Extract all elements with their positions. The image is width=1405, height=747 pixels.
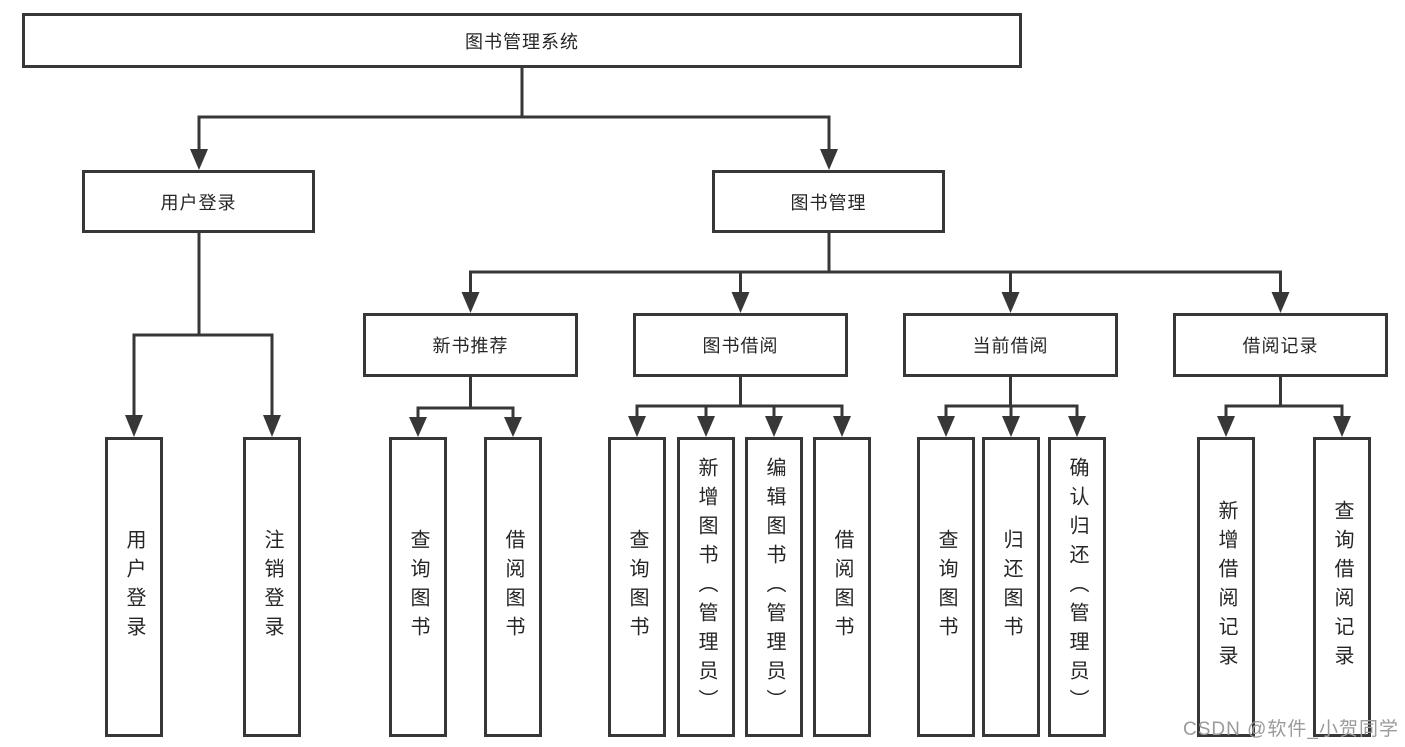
leaf-query-books-recommend: 查询图书 bbox=[389, 437, 447, 737]
leaf-borrow-books-borrowing: 借阅图书 bbox=[813, 437, 871, 737]
leaf-query-books-borrowing-label: 查询图书 bbox=[626, 529, 648, 645]
leaf-add-borrow-record-label: 新增借阅记录 bbox=[1215, 500, 1237, 674]
leaf-user-login: 用户登录 bbox=[105, 437, 163, 737]
leaf-user-login-label: 用户登录 bbox=[123, 529, 145, 645]
leaf-query-books-current: 查询图书 bbox=[917, 437, 975, 737]
leaf-add-books-admin: 新增图书（管理员） bbox=[677, 437, 735, 737]
leaf-edit-books-admin-label: 编辑图书（管理员） bbox=[763, 456, 785, 718]
leaf-edit-books-admin: 编辑图书（管理员） bbox=[745, 437, 803, 737]
leaf-confirm-return-admin: 确认归还（管理员） bbox=[1048, 437, 1106, 737]
leaf-query-books-borrowing: 查询图书 bbox=[608, 437, 666, 737]
node-borrowing-records: 借阅记录 bbox=[1173, 313, 1388, 377]
leaf-return-books: 归还图书 bbox=[982, 437, 1040, 737]
leaf-return-books-label: 归还图书 bbox=[1000, 529, 1022, 645]
leaf-add-books-admin-label: 新增图书（管理员） bbox=[695, 456, 717, 718]
leaf-add-borrow-record: 新增借阅记录 bbox=[1197, 437, 1255, 737]
leaf-query-books-recommend-label: 查询图书 bbox=[407, 529, 429, 645]
leaf-query-books-current-label: 查询图书 bbox=[935, 529, 957, 645]
leaf-borrow-books-recommend-label: 借阅图书 bbox=[502, 529, 524, 645]
leaf-query-borrow-record-label: 查询借阅记录 bbox=[1331, 500, 1353, 674]
node-book-management: 图书管理 bbox=[712, 170, 945, 233]
node-new-book-recommendation: 新书推荐 bbox=[363, 313, 578, 377]
leaf-confirm-return-admin-label: 确认归还（管理员） bbox=[1066, 456, 1088, 718]
csdn-watermark: CSDN @软件_小贺同学 bbox=[1183, 719, 1399, 740]
leaf-logout-label: 注销登录 bbox=[261, 529, 283, 645]
leaf-borrow-books-recommend: 借阅图书 bbox=[484, 437, 542, 737]
node-root-library-system: 图书管理系统 bbox=[22, 13, 1022, 68]
leaf-borrow-books-borrowing-label: 借阅图书 bbox=[831, 529, 853, 645]
node-book-borrowing: 图书借阅 bbox=[633, 313, 848, 377]
leaf-logout: 注销登录 bbox=[243, 437, 301, 737]
node-user-login: 用户登录 bbox=[82, 170, 315, 233]
leaf-query-borrow-record: 查询借阅记录 bbox=[1313, 437, 1371, 737]
node-current-borrowing: 当前借阅 bbox=[903, 313, 1118, 377]
